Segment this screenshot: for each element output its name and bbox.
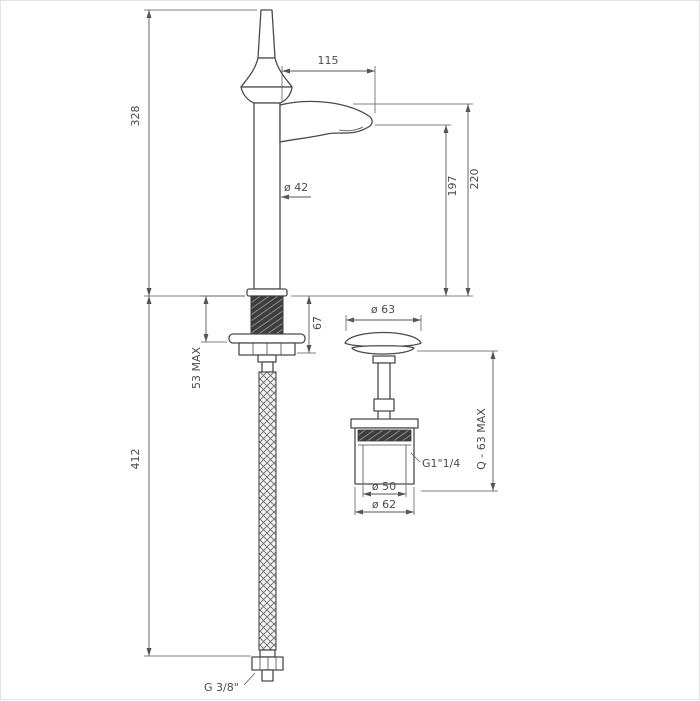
hose-end-nut [251,656,284,671]
dim-label-220: 220 [468,169,481,190]
dimension-waste-inner-diameter: ø 50 [362,480,407,497]
dimension-deck-thickness: 53 MAX [190,295,245,390]
waste-collar [372,355,396,364]
dim-label-o63: ø 63 [371,303,395,316]
dimension-hose-length: 412 [129,296,251,657]
faucet-column [253,102,281,290]
supply-hose [251,371,284,682]
dim-label-q63max: Q - 63 MAX [475,408,488,470]
washer [228,333,306,344]
dimension-waste-thread: G1"1/4 [410,452,460,470]
dimension-waste-height: Q - 63 MAX [417,350,498,492]
mounting-nut [238,342,296,356]
dimension-hose-connection: G 3/8" [204,672,256,694]
dim-label-328: 328 [129,106,142,127]
threaded-shank [250,295,284,335]
waste-top-plate [350,418,419,429]
waste-assembly [344,331,422,485]
handle [240,9,293,104]
dim-label-o50: ø 50 [372,480,396,493]
waste-cap-disc [351,345,415,355]
dim-label-o62: ø 62 [372,498,396,511]
dimension-spout-top-height: 220 [291,103,481,297]
braided-hose [258,371,277,651]
dimension-waste-cap-diameter: ø 63 [345,303,422,331]
spout [279,100,373,143]
mounting-hardware [228,295,306,373]
dim-label-67: 67 [311,316,324,330]
dim-label-197: 197 [446,176,459,197]
base-flange [246,288,288,297]
dimension-shank-length: 67 [297,296,324,354]
dim-label-53max: 53 MAX [190,347,203,390]
hose-end-tube [261,669,274,682]
dimension-body-diameter: ø 42 [281,181,311,200]
faucet-outline [240,9,373,297]
dim-label-g114: G1"1/4 [422,457,460,470]
waste-adjust-nut [373,398,395,412]
shank-step [257,354,277,363]
dim-label-115: 115 [318,54,339,67]
waste-thread-band [357,429,412,442]
dimension-spout-reach: 115 [281,54,376,113]
waste-stem [377,362,391,422]
dimension-waste-body-diameter: ø 62 [354,487,415,515]
dimension-spout-outlet-height: 197 [375,124,459,296]
hose-collar [259,649,276,658]
dim-label-g38: G 3/8" [204,681,239,694]
dimension-total-height: 328 [129,9,257,297]
dim-label-o42: ø 42 [284,181,308,194]
hose-adapter [261,361,274,373]
dim-label-412: 412 [129,449,142,470]
waste-cap [344,331,422,348]
